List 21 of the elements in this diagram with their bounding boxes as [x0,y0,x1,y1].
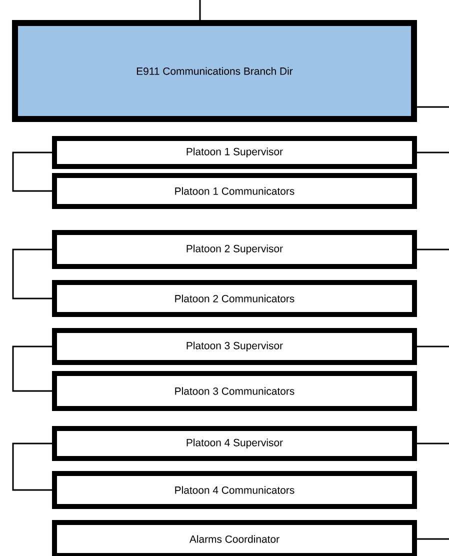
director-box: E911 Communications Branch Dir [12,20,417,122]
bracket-connector [12,152,52,192]
connector-line [417,106,449,108]
role-box: Platoon 3 Communicators [52,371,417,411]
bracket-connector [12,346,52,392]
connector-line [199,0,201,20]
connector-line [417,538,449,540]
bracket-connector [12,248,52,300]
role-box: Platoon 3 Supervisor [52,328,417,365]
role-box: Platoon 4 Supervisor [52,426,417,461]
role-box: Platoon 1 Supervisor [52,136,417,169]
connector-line [417,442,449,444]
role-box: Platoon 2 Supervisor [52,230,417,269]
role-box: Platoon 2 Communicators [52,280,417,317]
connector-line [417,346,449,348]
connector-line [417,152,449,154]
role-box: Alarms Coordinator [52,520,417,556]
role-box: Platoon 4 Communicators [52,471,417,509]
bracket-connector [12,442,52,491]
connector-line [417,248,449,250]
role-box: Platoon 1 Communicators [52,173,417,209]
